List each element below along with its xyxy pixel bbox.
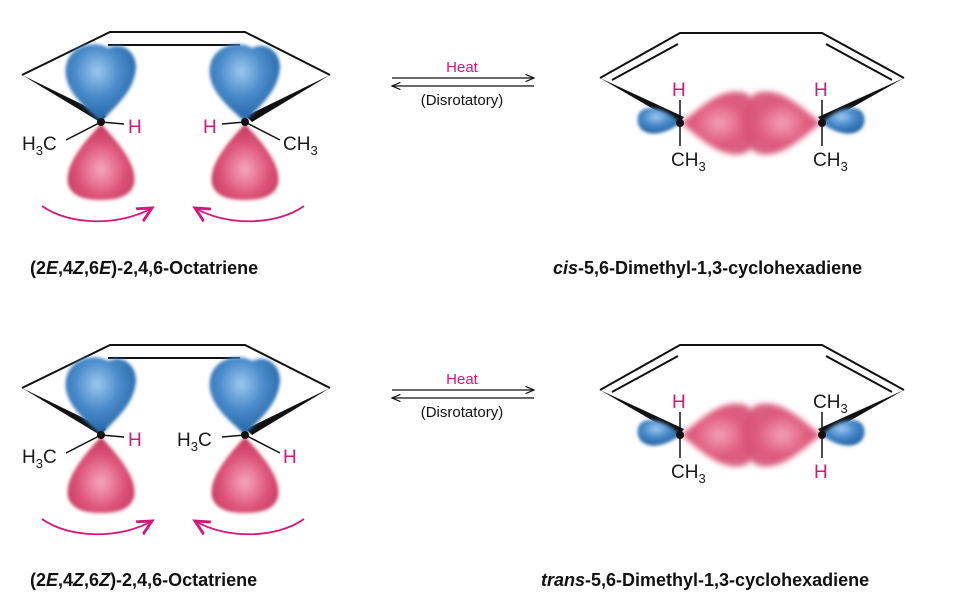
hydrogen-label: H [128,117,142,138]
p-orbital-top-lobe [209,44,280,122]
heat-label: Heat [446,59,479,76]
orbital-small-lobe [823,108,865,134]
rotation-arrow [195,518,305,534]
hydrogen-label: H [814,80,828,101]
hydrogen-label: H [128,430,142,451]
top-reaction-arrow: Heat (Disrotatory) [392,59,534,109]
substituent-label: CH3 [671,150,706,174]
wedge-bond [246,75,330,122]
p-orbital-top-lobe [65,357,136,435]
sigma-bond-lobe [743,91,821,155]
wedge-bond [246,388,330,435]
top-reactant: H3C H H CH3 [21,31,331,223]
rotation-arrow [41,205,152,223]
hydrogen-label: H [283,447,297,468]
rotation-arrow [41,518,152,536]
reactant-name-bottom: (2E,4Z,6Z)-2,4,6-Octatriene [30,570,257,590]
hydrogen-label: H [672,80,686,101]
substituent-label: CH3 [283,134,318,158]
rotation-arrow [195,205,305,221]
backbone-bond [21,31,331,76]
product-name-bottom: trans-5,6-Dimethyl-1,3-cyclohexadiene [541,570,869,590]
sigma-bond-lobe [681,91,759,155]
reactant-name-top: (2E,4Z,6E)-2,4,6-Octatriene [30,258,258,278]
hydrogen-label: H [814,462,828,483]
substituent-label: CH3 [813,392,848,416]
ring-double-bond [825,355,893,393]
disrotatory-label: (Disrotatory) [421,92,504,109]
bottom-product: H CH3 CH3 H [599,344,905,486]
hydrogen-label: H [672,392,686,413]
p-orbital-bottom-lobe [67,124,135,200]
orbital-small-lobe [823,420,865,446]
p-orbital-top-lobe [65,44,136,122]
p-orbital-bottom-lobe [211,124,279,200]
top-product: H CH3 H CH3 [599,32,905,174]
substituent-label: CH3 [671,462,706,486]
bottom-reactant: H3C H H3C H [21,344,331,536]
ring-bond [599,344,905,391]
ring-double-bond [611,43,679,81]
wedge-bond [22,75,106,122]
sigma-bond-lobe [681,403,759,467]
substituent-label: H3C [22,134,57,158]
wedge-bond [22,388,106,435]
product-name-top: cis-5,6-Dimethyl-1,3-cyclohexadiene [553,258,862,278]
bottom-reaction-arrow: Heat (Disrotatory) [392,371,534,421]
p-orbital-top-lobe [209,357,280,435]
backbone-bond [21,344,331,389]
substituent-label: H3C [22,447,57,471]
p-orbital-bottom-lobe [211,437,279,513]
ring-bond [599,32,905,79]
ring-double-bond [611,355,679,393]
substituent-label: H3C [177,430,212,454]
heat-label: Heat [446,371,479,388]
orbital-small-lobe [637,108,679,134]
p-orbital-bottom-lobe [67,437,135,513]
orbital-small-lobe [637,420,679,446]
substituent-label: CH3 [813,150,848,174]
hydrogen-label: H [203,117,217,138]
sigma-bond-lobe [743,403,821,467]
disrotatory-label: (Disrotatory) [421,404,504,421]
ring-double-bond [825,43,893,81]
